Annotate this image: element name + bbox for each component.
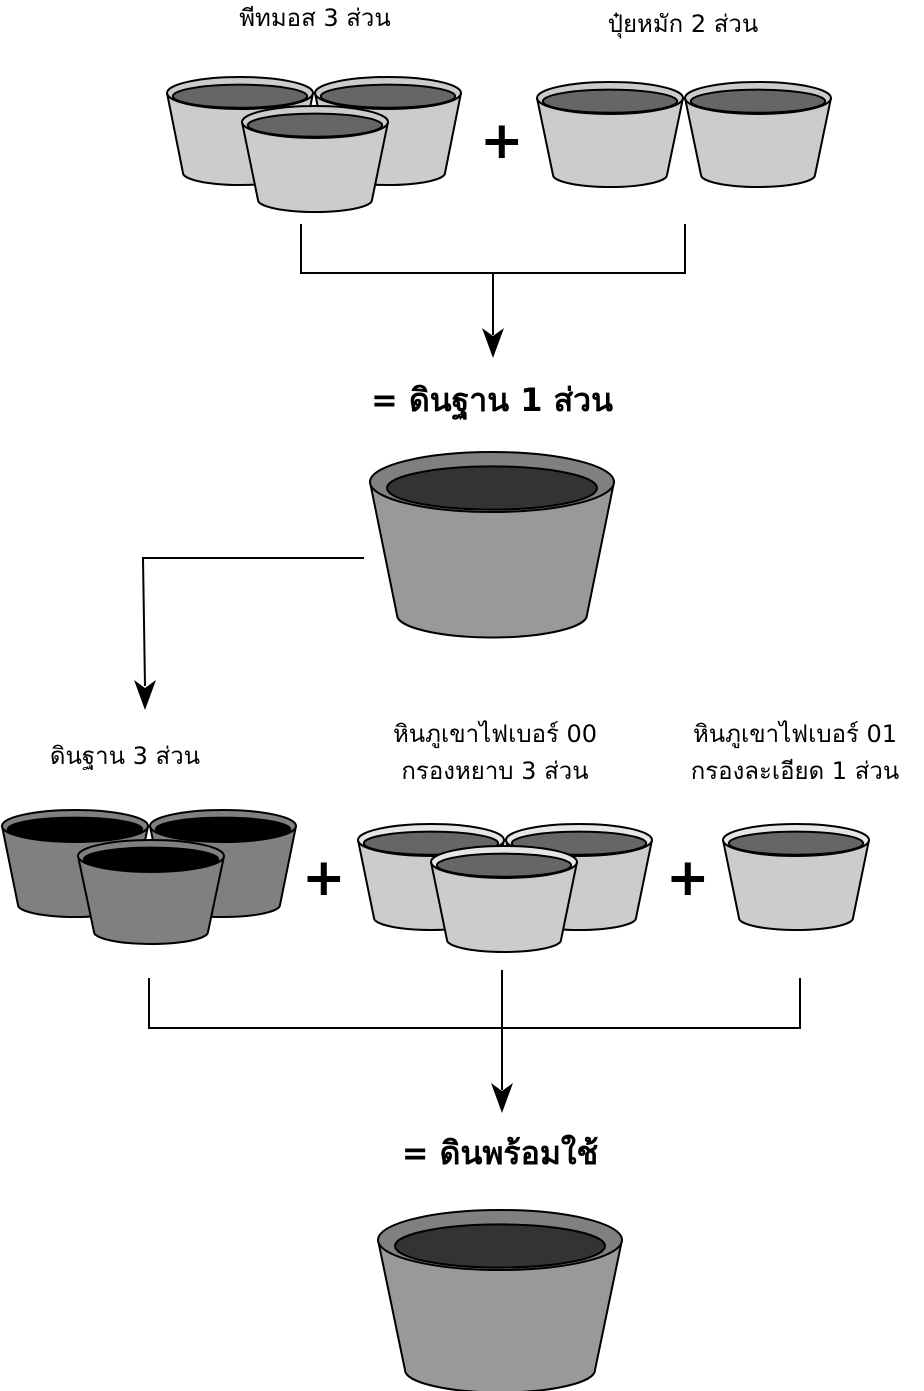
peat-pot-icon <box>241 105 389 213</box>
pumice00-label-line2: กรองหยาบ 3 ส่วน <box>401 757 589 785</box>
compost-pot-icon <box>684 81 832 188</box>
connector-bracket-2 <box>148 978 801 1029</box>
plus-sign-1: + <box>480 111 524 171</box>
connector-elbow <box>141 557 364 687</box>
plus-sign-3: + <box>666 848 710 908</box>
pumice01-label-line1: หินภูเขาไฟเบอร์ 01 <box>692 720 898 748</box>
peat-label: พีทมอส 3 ส่วน <box>239 4 391 32</box>
arrow-down-icon <box>482 328 504 358</box>
pumice-pot-icon <box>430 845 578 953</box>
plus-sign-2: + <box>302 848 346 908</box>
base-soil-pot-icon <box>77 839 225 945</box>
pumice-pot-icon <box>722 823 870 931</box>
ready-soil-result-label: = ดินพร้อมใช้ <box>401 1134 599 1172</box>
arrow-down-icon <box>491 1083 513 1113</box>
base-soil-result-label: = ดินฐาน 1 ส่วน <box>370 381 614 419</box>
pumice00-label-line1: หินภูเขาไฟเบอร์ 00 <box>392 720 598 748</box>
compost-pot-icon <box>536 81 684 188</box>
pumice01-label-line2: กรองละเอียด 1 ส่วน <box>690 757 900 785</box>
base-soil-label: ดินฐาน 3 ส่วน <box>49 742 201 770</box>
arrow-down-icon <box>134 680 156 710</box>
ready-soil-pot-icon <box>377 1209 623 1391</box>
connector-bracket-1 <box>300 224 686 274</box>
compost-label: ปุ๋ยหมัก 2 ส่วน <box>607 10 759 38</box>
base-soil-pot-icon <box>369 451 615 639</box>
